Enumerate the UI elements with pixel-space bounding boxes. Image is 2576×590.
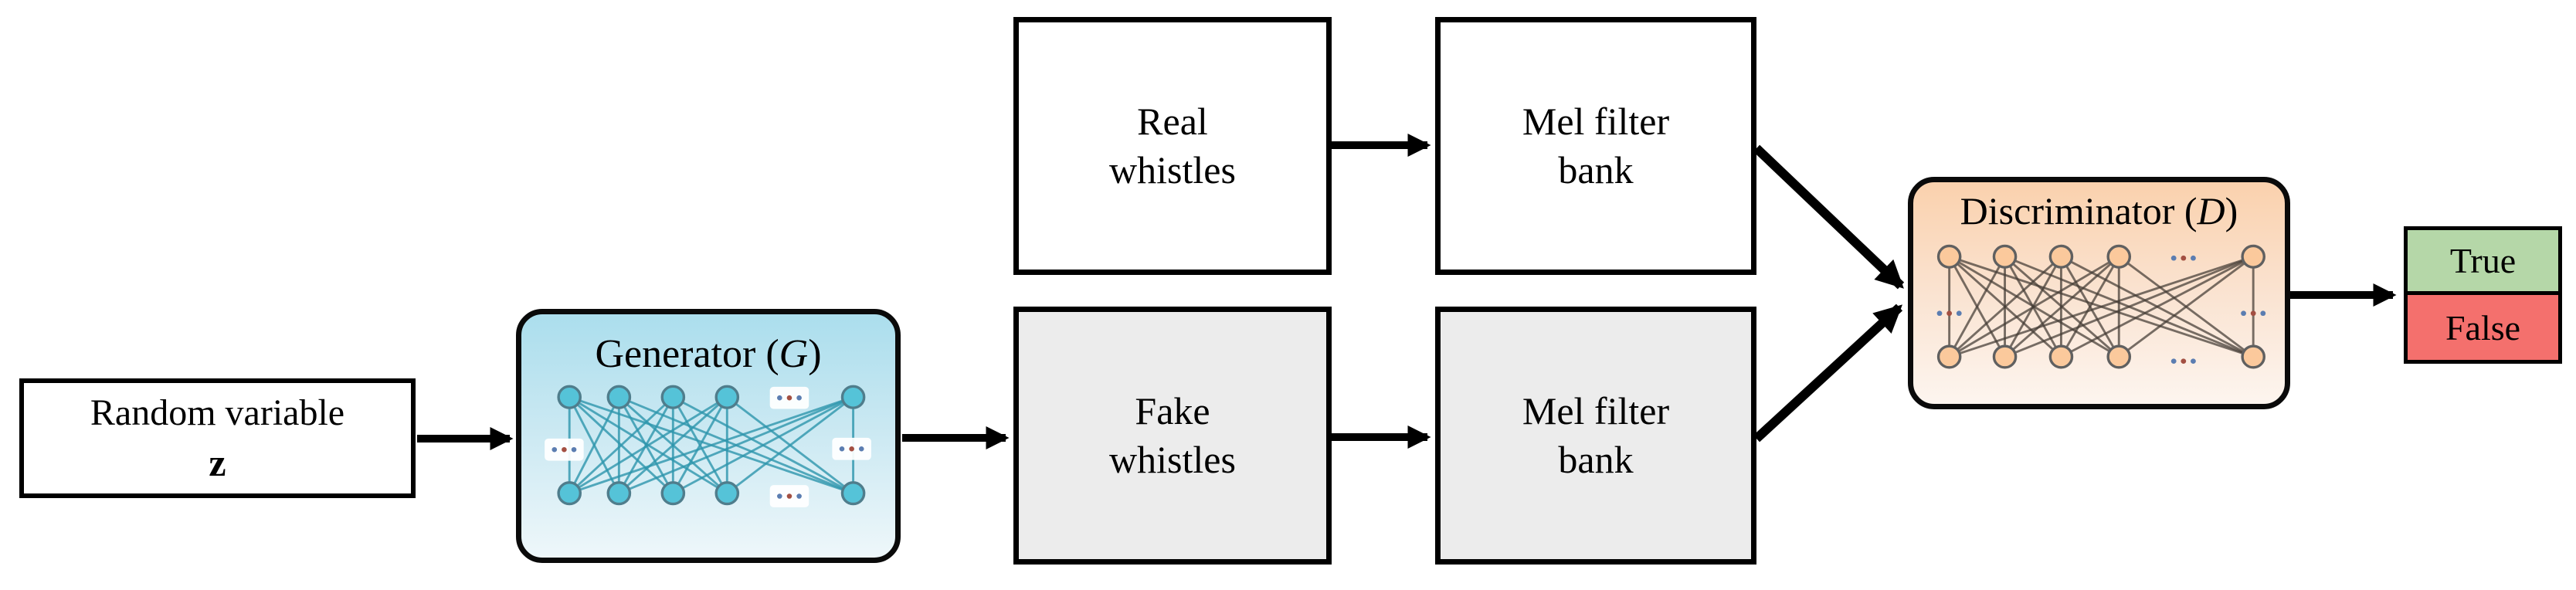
generator-ellipsis-top-icon	[777, 395, 802, 401]
discriminator-title-post: )	[2225, 189, 2238, 232]
generator-title-pre: Generator (	[595, 332, 779, 376]
discriminator-ellipsis-bottom-icon	[2170, 358, 2196, 365]
mel-bottom-label-line1: Mel filter	[1522, 389, 1670, 432]
discriminator-title-var: D	[2197, 189, 2225, 232]
generator-ellipsis-right-icon	[839, 446, 864, 452]
generator-title-var: G	[779, 332, 809, 376]
generator-title: Generator (G)	[521, 334, 895, 375]
output-false-label: False	[2408, 295, 2558, 360]
real-whistles-label-line1: Real	[1137, 100, 1208, 143]
generator-network-connections	[568, 395, 855, 495]
discriminator-network-graphic	[1936, 244, 2266, 369]
mel-top-label-line2: bank	[1558, 148, 1634, 192]
generator-ellipsis-bottom-icon	[777, 493, 802, 499]
mel-top-label-line1: Mel filter	[1522, 100, 1670, 143]
arrow-mel-bottom-to-discriminator-icon	[1753, 303, 1903, 442]
output-true-label: True	[2408, 230, 2558, 295]
generator-network-graphic	[545, 385, 871, 507]
discriminator-network-nodes	[1936, 244, 2265, 369]
random-variable-label-z: z	[209, 441, 226, 485]
discriminator-title: Discriminator (D)	[1913, 192, 2285, 230]
fake-whistles-box: Fake whistles	[1013, 307, 1332, 565]
arrow-mel-top-to-discriminator-icon	[1753, 144, 1905, 290]
discriminator-network-connections	[1948, 255, 2255, 358]
mel-filter-bank-top-box: Mel filter bank	[1435, 17, 1756, 275]
generator-network-nodes	[557, 385, 866, 506]
random-variable-label-line1: Random variable	[90, 392, 345, 433]
fake-whistles-label-line2: whistles	[1109, 438, 1236, 481]
generator-title-post: )	[808, 332, 822, 376]
discriminator-ellipsis-left-icon	[1936, 310, 1962, 317]
real-whistles-box: Real whistles	[1013, 17, 1332, 275]
mel-filter-bank-bottom-box: Mel filter bank	[1435, 307, 1756, 565]
output-truefalse-box: True False	[2404, 226, 2562, 364]
discriminator-ellipsis-top-icon	[2170, 255, 2196, 261]
random-variable-box: Random variable z	[19, 378, 416, 498]
generator-box: Generator (G)	[516, 309, 901, 563]
fake-whistles-label-line1: Fake	[1135, 389, 1210, 432]
discriminator-box: Discriminator (D)	[1908, 177, 2290, 409]
mel-bottom-label-line2: bank	[1558, 438, 1634, 481]
discriminator-ellipsis-right-icon	[2241, 310, 2266, 317]
discriminator-title-pre: Discriminator (	[1960, 189, 2198, 232]
real-whistles-label-line2: whistles	[1109, 148, 1236, 192]
generator-ellipsis-left-icon	[552, 446, 577, 453]
